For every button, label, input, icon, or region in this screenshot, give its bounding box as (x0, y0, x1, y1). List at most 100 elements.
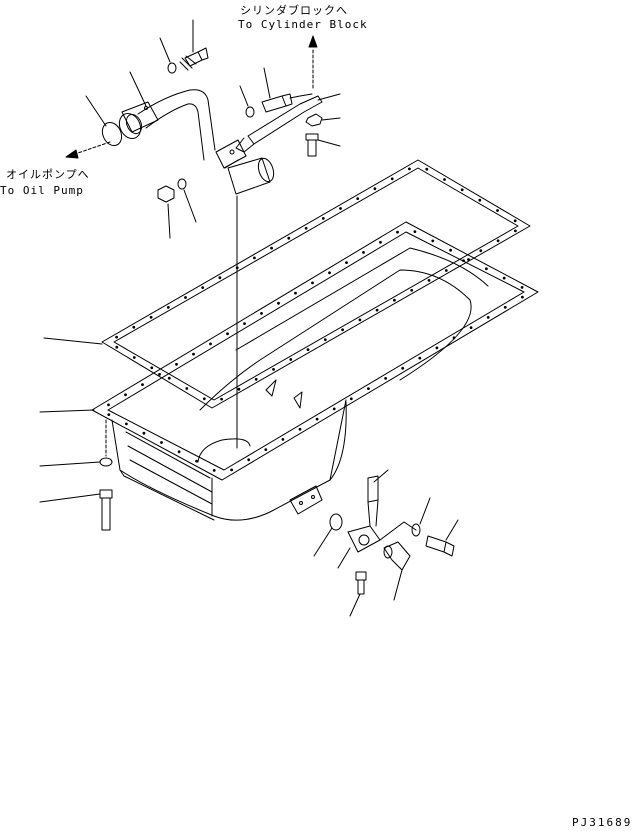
bolt-bracket-lower (306, 134, 318, 156)
bolt-hole (264, 448, 268, 451)
bolt-hole (379, 240, 382, 244)
drain-valve (348, 476, 380, 552)
bolt-hole (184, 296, 187, 299)
bolt-hole (201, 286, 205, 289)
bolt-pipe-flange (180, 48, 208, 70)
bolt-hole (141, 383, 144, 386)
bolt-hole (132, 356, 136, 359)
drain-bolt-bottom (356, 572, 366, 594)
bolt-hole (277, 301, 280, 305)
label-to-cylinder-block-jp: シリンダブロックへ (240, 4, 348, 17)
bolt-pan (100, 490, 112, 530)
bolt-hole (390, 177, 394, 181)
bolt-hole (160, 441, 163, 444)
bolt-hole (356, 197, 360, 201)
drawing-number: PJ31689 (572, 816, 633, 829)
bolt-hole (175, 362, 178, 366)
bolt-hole (469, 326, 473, 329)
bolt-hole (413, 230, 417, 234)
bolt-hole (237, 387, 241, 391)
bolt-hole (107, 413, 111, 416)
bolt-hole (195, 459, 199, 463)
washer-pipe (178, 179, 186, 189)
bolt-hole (358, 318, 362, 322)
washer-pan (100, 458, 112, 466)
bolt-hole (226, 332, 229, 336)
bolt-hole (479, 249, 483, 253)
bolt-bracket (262, 94, 292, 112)
bolt-hole (328, 271, 331, 275)
bolt-hole (367, 387, 370, 390)
label-to-oil-pump-en: To Oil Pump (0, 184, 84, 197)
bolt-hole (425, 167, 429, 171)
bolt-hole (192, 352, 195, 356)
oil-pan (92, 222, 538, 520)
bolt-hole (243, 322, 246, 325)
bolt-hole (115, 345, 119, 349)
bolt-hole (349, 397, 353, 401)
bolt-hole (418, 356, 422, 360)
bolt-hole (401, 366, 405, 370)
bolt-hole (449, 248, 452, 252)
bolt-hole (408, 167, 411, 171)
bolt-hole (272, 368, 275, 371)
bolt-hole (521, 295, 524, 299)
bolt-hole (202, 397, 206, 401)
bolt-hole (503, 305, 507, 309)
bolt-hole (304, 226, 308, 230)
nut-bracket (306, 114, 322, 126)
bolt-hole (427, 279, 431, 282)
bolt-hole (513, 219, 517, 223)
oil-pan-gasket (102, 160, 530, 408)
bolt-hole (115, 335, 118, 339)
bolt-hole (345, 261, 348, 264)
bolt-hole (514, 229, 517, 233)
drain-washer-right (380, 522, 420, 540)
bolt-hole (332, 407, 336, 411)
bolt-hole (212, 469, 216, 472)
bolt-hole (362, 251, 365, 254)
bolt-hole (166, 306, 170, 309)
bolt-hole (396, 230, 399, 234)
bolt-hole (452, 336, 456, 340)
bolt-hole (496, 239, 500, 243)
pipe-bracket (236, 94, 322, 152)
bolt-hole (107, 403, 110, 407)
bolt-hole (230, 468, 234, 472)
bolt-hole (289, 358, 293, 361)
bolt-hole (209, 342, 212, 346)
drain-elbow (384, 542, 410, 570)
bolt-hole (298, 427, 302, 431)
bolt-hole (254, 377, 258, 381)
leader-lines (40, 20, 458, 616)
arrow-to-cylinder-block (309, 36, 317, 88)
bolt-hole (158, 373, 161, 376)
bolt-hole (478, 198, 482, 202)
bolt-hole (247, 458, 251, 462)
bolt-hole (486, 316, 490, 319)
washer-pipe-flange (168, 63, 176, 73)
label-to-cylinder-block-en: To Cylinder Block (238, 18, 368, 31)
bolt-hole (218, 276, 222, 280)
o-ring (99, 119, 125, 148)
bolt-hole (444, 269, 448, 272)
bolt-hole (467, 258, 470, 261)
bolt-hole (431, 239, 435, 243)
drain-gasket (330, 514, 342, 530)
bolt-hole (435, 346, 439, 350)
bolt-hole (323, 338, 327, 342)
nut-pipe (158, 186, 174, 202)
bolt-hole (125, 422, 128, 426)
bolt-hole (177, 450, 181, 454)
oil-suction-pipe (115, 90, 276, 194)
bolt-hole (373, 187, 377, 191)
bolt-hole (185, 387, 189, 390)
bolt-hole (496, 209, 499, 212)
bolt-hole (339, 207, 342, 210)
bolt-hole (142, 431, 146, 435)
arrow-to-oil-pump (66, 142, 110, 158)
bolt-hole (321, 217, 325, 220)
bolt-hole (253, 256, 256, 260)
bolt-hole (443, 178, 446, 181)
bolt-hole (502, 276, 506, 280)
